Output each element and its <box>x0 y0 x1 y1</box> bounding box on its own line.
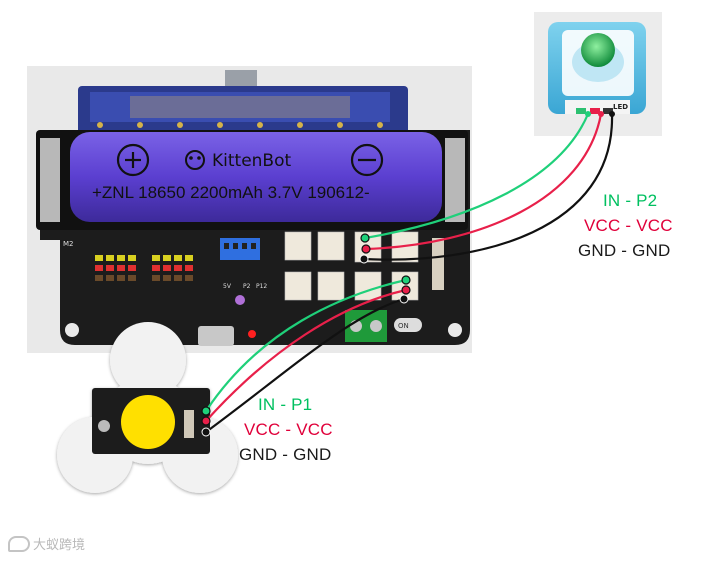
svg-text:P2: P2 <box>243 283 251 290</box>
led-wires <box>363 113 614 261</box>
led-module-label: LED <box>613 103 628 111</box>
led-module: LED <box>548 22 646 114</box>
led-label-gnd: GND - GND <box>578 241 671 260</box>
m2-label: M2 <box>63 240 74 248</box>
light-sensor-module <box>57 322 238 493</box>
switch-label: ON <box>398 322 409 330</box>
servo-pin-headers: M2 <box>63 240 193 281</box>
pin-labels: 5V P2 P12 <box>223 283 267 290</box>
svg-text:P12: P12 <box>256 283 267 290</box>
svg-text:5V: 5V <box>223 283 232 290</box>
power-switch <box>394 318 422 332</box>
watermark: 大蚁跨境 <box>8 534 85 553</box>
side-connector <box>432 238 444 290</box>
battery-spec: +ZNL 18650 2200mAh 3.7V 190612- <box>92 183 370 202</box>
watermark-logo-icon <box>8 535 30 552</box>
usb-port <box>198 326 234 346</box>
sensor-wire-ends <box>201 275 411 437</box>
led-label-vcc: VCC - VCC <box>584 216 673 235</box>
blue-connector <box>220 238 260 260</box>
sensor-label-in: IN - P1 <box>258 395 313 414</box>
sensor-label-gnd: GND - GND <box>239 445 332 464</box>
watermark-text: 大蚁跨境 <box>33 538 86 553</box>
battery-brand: KittenBot <box>212 151 291 171</box>
power-led <box>248 330 256 338</box>
mount-hole <box>448 323 462 337</box>
sensor-label-vcc: VCC - VCC <box>244 420 333 439</box>
led-wire-ends <box>359 111 615 264</box>
mount-hole <box>65 323 79 337</box>
led-label-in: IN - P2 <box>603 191 658 210</box>
rgb-led <box>235 295 245 305</box>
battery: KittenBot +ZNL 18650 2200mAh 3.7V 190612… <box>70 132 442 222</box>
microbit-board <box>78 70 408 136</box>
sensor-wires <box>205 278 407 433</box>
